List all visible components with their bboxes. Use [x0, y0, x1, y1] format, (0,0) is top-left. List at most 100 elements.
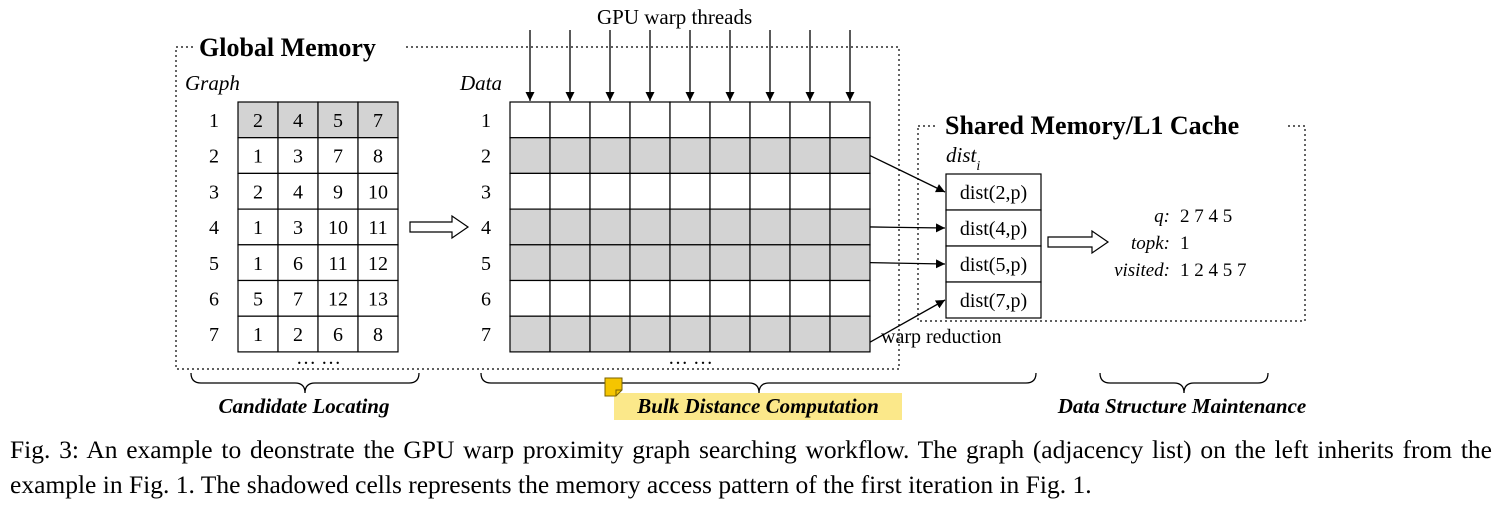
graph-cell-value: 10	[368, 181, 388, 203]
workflow-diagram: Global Memory Shared Memory/L1 Cache Gra…	[175, 5, 1307, 420]
data-cell	[829, 101, 871, 139]
graph-cell	[357, 172, 399, 210]
graph-cell-value: 6	[333, 324, 343, 346]
data-row-id: 3	[481, 181, 491, 203]
graph-cell	[277, 244, 319, 282]
graph-cell-value: 7	[373, 110, 383, 132]
data-cell	[589, 172, 631, 210]
data-cell	[749, 279, 791, 317]
figure-caption: Fig. 3: An example to deonstrate the GPU…	[10, 435, 1492, 499]
global-memory-title: Global Memory	[199, 33, 376, 62]
data-cell	[829, 244, 871, 282]
graph-cell-value: 10	[328, 217, 348, 239]
dist-cell	[945, 281, 1042, 319]
data-cell	[789, 279, 831, 317]
dist-value: dist(7,p)	[960, 290, 1027, 312]
graph-cell-value: 5	[333, 110, 343, 132]
graph-cell-value: 4	[293, 181, 303, 203]
data-cell	[829, 172, 871, 210]
graph-cell-value: 9	[333, 181, 343, 203]
data-cell	[709, 137, 751, 174]
data-row-id: 6	[481, 289, 491, 311]
graph-cell-value: 3	[293, 217, 303, 239]
data-row-id: 4	[481, 217, 491, 239]
data-cell	[749, 101, 791, 139]
topk-label: topk:	[1131, 233, 1170, 254]
data-cell	[589, 137, 631, 174]
topk-value: 1	[1180, 233, 1190, 254]
graph-cell	[237, 315, 279, 353]
reduction-arrow	[869, 154, 946, 193]
data-cell	[789, 315, 831, 353]
graph-cell	[357, 244, 399, 282]
data-cell	[509, 101, 551, 139]
graph-cell-value: 11	[328, 253, 347, 275]
data-row-id: 5	[481, 253, 491, 275]
data-cell	[829, 315, 871, 353]
data-cell	[669, 279, 711, 317]
data-cell	[749, 244, 791, 282]
data-cell	[549, 137, 591, 174]
data-cell	[509, 172, 551, 210]
graph-cell-value: 7	[293, 289, 303, 311]
graph-cell	[237, 208, 279, 246]
data-cell	[789, 101, 831, 139]
data-cell	[629, 172, 671, 210]
q-value: 2 7 4 5	[1180, 206, 1232, 227]
graph-cell-value: 6	[293, 253, 303, 275]
graph-cell-value: 1	[253, 324, 263, 346]
data-cell	[669, 315, 711, 353]
graph-cell-value: 2	[253, 110, 263, 132]
brace-candidate	[190, 372, 420, 394]
data-cell	[789, 208, 831, 246]
brace-maintenance	[1099, 372, 1269, 394]
hollow-arrow-graph-to-data	[409, 214, 470, 240]
data-cell	[589, 208, 631, 246]
phase-data-structure-maintenance: Data Structure Maintenance	[1057, 394, 1307, 418]
graph-cell-value: 5	[253, 289, 263, 311]
graph-row-id: 2	[209, 146, 219, 168]
graph-cell	[317, 208, 359, 246]
graph-cell-value: 12	[368, 253, 388, 275]
data-cell	[509, 137, 551, 174]
phase-bulk-distance-computation: Bulk Distance Computation	[636, 394, 879, 418]
graph-cell-value: 11	[368, 217, 387, 239]
data-cell	[629, 279, 671, 317]
shared-memory-box	[917, 125, 1306, 322]
graph-cell	[357, 279, 399, 317]
reduction-arrow	[869, 259, 946, 269]
dist-value: dist(2,p)	[960, 182, 1027, 204]
data-cell	[749, 137, 791, 174]
data-cell	[509, 244, 551, 282]
graph-cell-value: 8	[373, 324, 383, 346]
data-cell	[549, 208, 591, 246]
shared-memory-title: Shared Memory/L1 Cache	[945, 111, 1239, 140]
graph-cell-value: 2	[253, 181, 263, 203]
data-cell	[669, 137, 711, 174]
hollow-arrow-dist-to-structures	[1047, 229, 1110, 255]
warp-reduction-label: warp reduction	[881, 326, 1002, 348]
data-label: Data	[459, 71, 502, 95]
data-row-id: 2	[481, 146, 491, 168]
data-cell	[549, 244, 591, 282]
graph-cell	[317, 172, 359, 210]
data-cell	[509, 208, 551, 246]
data-row-id: 1	[481, 110, 491, 132]
visited-label: visited:	[1114, 260, 1170, 281]
graph-cell-value: 3	[293, 146, 303, 168]
global-memory-box	[175, 46, 900, 370]
graph-cell	[277, 101, 319, 139]
data-cell	[549, 279, 591, 317]
data-cell	[749, 315, 791, 353]
note-icon	[604, 377, 623, 397]
graph-cell	[277, 208, 319, 246]
data-cell	[709, 279, 751, 317]
data-cell	[629, 315, 671, 353]
dist-value: dist(5,p)	[960, 254, 1027, 276]
data-cell	[669, 208, 711, 246]
graph-cell	[357, 137, 399, 174]
reduction-arrow	[869, 223, 946, 233]
q-label: q:	[1154, 206, 1170, 227]
graph-row-id: 4	[209, 217, 219, 239]
graph-cell	[277, 279, 319, 317]
